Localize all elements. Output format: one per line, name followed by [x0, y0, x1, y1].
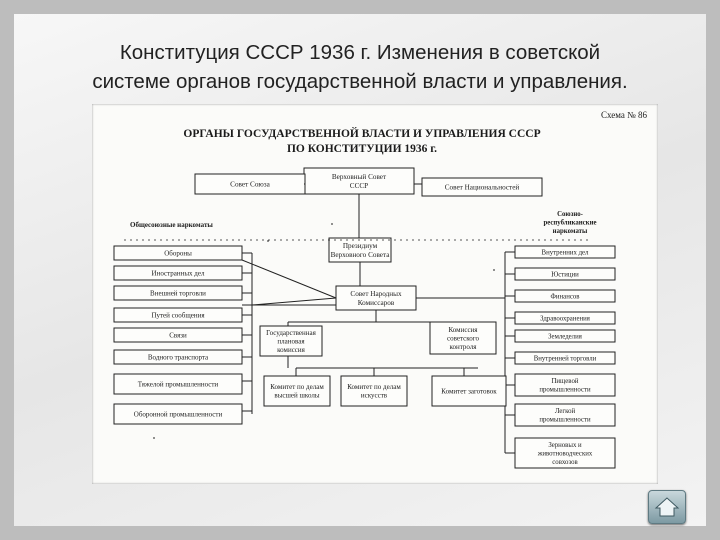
gosplan-box-label: комиссия — [277, 346, 306, 354]
all-union-title: Общесоюзные наркоматы — [130, 221, 213, 229]
supreme-soviet-box-label: СССР — [350, 182, 368, 190]
sovnarkom-left-line — [241, 259, 337, 299]
union-rep-item-6-label: Пищевой — [552, 378, 579, 385]
slide-title-line-2: системе органов государственной власти и… — [92, 70, 628, 93]
scan-dot — [493, 269, 495, 271]
committee-higher-school-box-label: высшей школы — [274, 392, 319, 400]
union-rep-item-8-label: совхозов — [552, 459, 577, 466]
gosplan-box-label: Государственная — [266, 329, 316, 337]
scheme-scan: Схема № 86 ОРГАНЫ ГОСУДАРСТВЕННОЙ ВЛАСТИ … — [92, 104, 658, 484]
all-union-item-2-label: Внешней торговли — [150, 289, 206, 297]
sovnarkom-box-label: Комиссаров — [358, 299, 395, 307]
union-rep-title-2: наркоматы — [553, 228, 588, 235]
scheme-heading-line-2: ПО КОНСТИТУЦИИ 1936 г. — [287, 143, 437, 155]
all-union-item-7 — [113, 403, 243, 425]
control-box-label: контроля — [449, 343, 477, 351]
presidium-box-label: Президиум — [343, 242, 378, 250]
scheme-heading-line-1: ОРГАНЫ ГОСУДАРСТВЕННОЙ ВЛАСТИ И УПРАВЛЕН… — [183, 126, 540, 140]
all-union-item-7-label: Оборонной промышленности — [134, 410, 223, 418]
union-rep-item-3-label: Здравоохранения — [540, 315, 590, 322]
union-rep-title-0: Союзно- — [557, 211, 584, 218]
scan-dot — [153, 437, 155, 439]
home-nav-button[interactable] — [648, 490, 686, 524]
committee-arts-box-label: Комитет по делам — [347, 383, 401, 391]
union-rep-item-7-label: Легкой — [555, 408, 576, 415]
presidium-box-label: Верховного Совета — [331, 251, 391, 259]
union-rep-item-1-label: Юстиции — [551, 271, 579, 278]
control-box-label: советского — [447, 334, 479, 342]
committee-arts-box-label: искусств — [361, 392, 388, 400]
slide-title-line-1: Конституция СССР 1936 г. Изменения в сов… — [119, 41, 601, 64]
soviet-nationalities-box — [421, 177, 543, 197]
all-union-item-5-label: Водного транспорта — [148, 353, 209, 361]
slide-title: Конституция СССР 1936 г. Изменения в сов… — [20, 38, 700, 96]
committee-higher-school-box — [263, 375, 331, 407]
all-union-item-4-label: Связи — [169, 331, 187, 339]
sovnarkom-box-label: Совет Народных — [350, 290, 402, 298]
scheme-diagram: Схема № 86 ОРГАНЫ ГОСУДАРСТВЕННОЙ ВЛАСТИ … — [113, 110, 647, 469]
all-union-item-6-label: Тяжелой промышленности — [138, 380, 219, 388]
home-icon — [654, 497, 680, 517]
union-rep-item-8-label: Зерновых и — [548, 442, 582, 449]
union-rep-item-8-label: животноводческих — [537, 450, 593, 457]
committee-procurement-box — [431, 375, 507, 407]
all-union-item-0-label: Обороны — [164, 249, 192, 257]
sovnarkom-box — [335, 285, 417, 311]
control-box-label: Комиссия — [448, 326, 478, 334]
committee-procurement-box-label: Комитет заготовок — [441, 387, 497, 395]
soviet-union-box-label: Совет Союза — [230, 180, 270, 188]
supreme-soviet-box-label: Верховный Совет — [332, 173, 387, 181]
union-rep-title-1: республиканские — [543, 220, 596, 227]
union-rep-item-7-label: промышленности — [539, 417, 591, 424]
union-rep-item-6-label: промышленности — [539, 387, 591, 394]
presidium-box — [328, 237, 392, 263]
union-rep-item-4-label: Земледелия — [548, 333, 582, 340]
union-rep-item-2-label: Финансов — [551, 293, 580, 300]
union-rep-item-0-label: Внутренних дел — [542, 249, 590, 256]
all-union-item-3-label: Путей сообщения — [151, 311, 205, 319]
control-box — [429, 321, 497, 355]
committee-arts-box — [340, 375, 408, 407]
union-rep-item-5-label: Внутренней торговли — [534, 355, 597, 362]
scan-dot — [267, 240, 269, 242]
scan-dot — [331, 223, 333, 225]
gosplan-box-label: плановая — [277, 337, 305, 345]
soviet-nationalities-box-label: Совет Национальностей — [445, 183, 520, 191]
all-union-item-1-label: Иностранных дел — [152, 269, 205, 277]
all-union-item-6 — [113, 373, 243, 395]
committee-higher-school-box-label: Комитет по делам — [270, 383, 324, 391]
scheme-number: Схема № 86 — [601, 110, 647, 120]
all-union-to-sovnarkom — [251, 297, 337, 306]
gosplan-box — [259, 325, 323, 357]
